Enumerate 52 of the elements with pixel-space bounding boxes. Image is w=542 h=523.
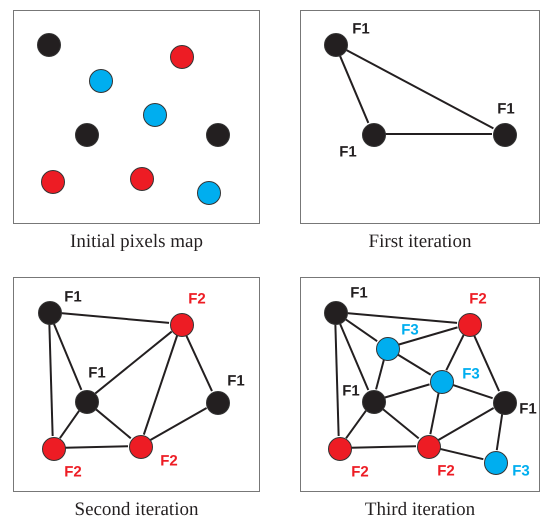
panel-caption: Initial pixels map <box>69 232 204 251</box>
dot-label: F3 <box>462 366 480 382</box>
connector-line <box>48 324 54 436</box>
dot-label: F1 <box>64 290 82 304</box>
connector-line <box>496 414 504 450</box>
dot-label: F2 <box>469 292 487 306</box>
dot-label: F1 <box>227 374 245 388</box>
panel-caption: First iteration <box>368 232 472 251</box>
connector-line <box>60 312 170 324</box>
dot-label: F1 <box>350 286 368 300</box>
panel-caption: Third iteration <box>364 500 476 519</box>
connector-line <box>429 392 440 434</box>
connector-line <box>396 353 432 376</box>
connector-line <box>346 312 458 324</box>
panel-caption: Second iteration <box>74 500 200 519</box>
connector-line <box>438 407 494 441</box>
dot-label: F1 <box>497 102 515 116</box>
connector-line <box>344 318 378 342</box>
connector-line <box>385 133 492 135</box>
connector-line <box>375 359 385 390</box>
connector-line <box>64 445 128 449</box>
connector-line <box>350 445 416 449</box>
dot-label: F1 <box>339 144 357 160</box>
connector-line <box>142 335 178 435</box>
dot-label: F2 <box>437 464 455 478</box>
connector-line <box>384 383 430 399</box>
connector-line <box>382 408 420 440</box>
connector-line <box>52 322 82 390</box>
connector-line <box>334 324 340 436</box>
dot-label: F1 <box>88 366 106 380</box>
dot-label: F2 <box>351 464 369 480</box>
connector-line <box>94 330 172 394</box>
connector-line <box>439 448 484 460</box>
connector-line <box>398 326 458 346</box>
connector-line <box>59 410 80 439</box>
dot-label: F2 <box>160 454 178 468</box>
dot-label: F3 <box>401 322 419 338</box>
dot-label: F1 <box>342 384 360 398</box>
connector-line <box>473 334 500 392</box>
dot-label: F1 <box>352 22 370 36</box>
connector-line <box>338 322 370 390</box>
connector-line <box>338 54 370 124</box>
connector-line <box>150 407 208 441</box>
dot-label: F3 <box>512 464 530 478</box>
dot-label: F1 <box>519 402 537 416</box>
dot-label: F2 <box>188 292 206 306</box>
dot-label: F2 <box>64 464 82 480</box>
connector-line <box>452 384 493 400</box>
connector-line <box>345 48 494 130</box>
connector-line <box>345 410 367 439</box>
connector-line <box>94 408 132 440</box>
connector-line <box>445 334 465 371</box>
